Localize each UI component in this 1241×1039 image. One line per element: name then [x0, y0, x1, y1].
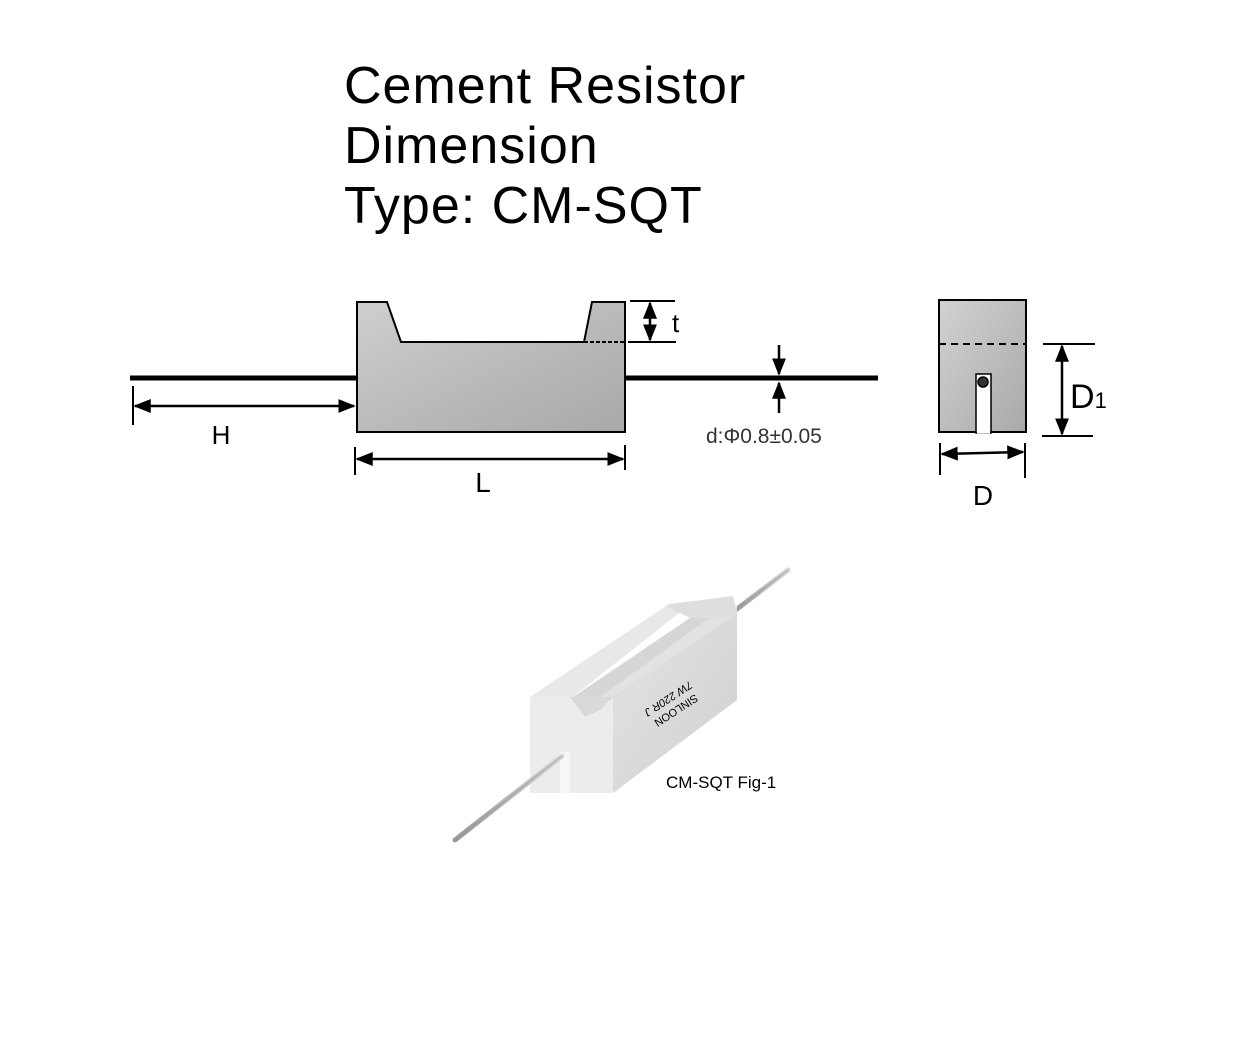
lead-cross-section: [977, 376, 989, 388]
l-label: L: [475, 467, 491, 498]
photo-front-notch: [570, 697, 613, 717]
photo-top-rail-right: [600, 606, 737, 697]
title-line-3: Type: CM-SQT: [344, 177, 703, 235]
d-dimension-arrow: [940, 445, 1025, 461]
photo-front-face: [530, 697, 613, 793]
photo-back-end: [666, 596, 737, 618]
photo-lead-back-outline: [732, 569, 789, 613]
d1-label-main: D: [1070, 378, 1095, 416]
side-view: H L t d:Φ0.8±0.05: [130, 300, 878, 498]
h-label: H: [212, 420, 231, 450]
photo-side-face: [613, 613, 737, 793]
d-label: D: [973, 480, 993, 511]
resistor-photo: SINLOON 7W 220R J CM-SQT Fig-1: [452, 567, 791, 843]
lead-diameter-label: d:Φ0.8±0.05: [706, 425, 822, 448]
title-line-1: Cement Resistor: [344, 57, 747, 115]
d1-label-sub: 1: [1095, 388, 1107, 413]
photo-top-rail-left: [530, 606, 688, 699]
title-line-2: Dimension: [344, 117, 599, 175]
t-label: t: [672, 308, 680, 338]
photo-lead-slot: [560, 752, 570, 793]
page-title: Cement Resistor Dimension Type: CM-SQT: [344, 56, 746, 236]
end-view: D1 D: [938, 299, 1107, 511]
photo-caption: CM-SQT Fig-1: [666, 773, 776, 792]
photo-lead-front-outline: [454, 755, 563, 841]
d1-label: D1: [1070, 378, 1107, 416]
resistor-body-side: [356, 301, 626, 433]
